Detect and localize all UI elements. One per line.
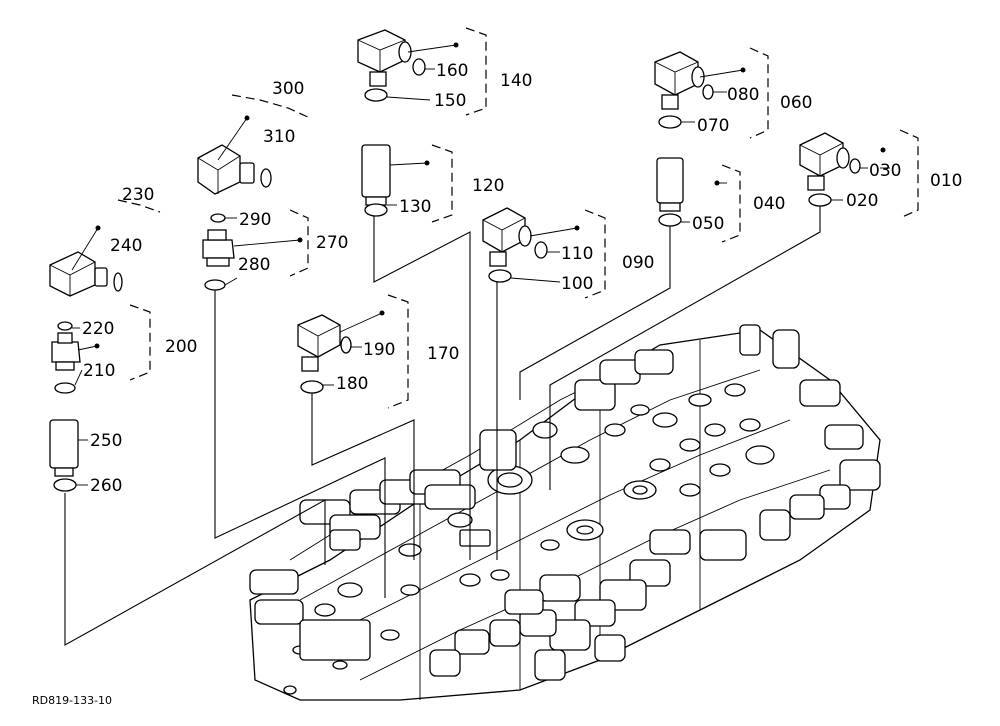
fitting-060 (654, 51, 746, 129)
label-290: 290 (239, 210, 271, 230)
label-170: 170 (427, 344, 459, 364)
label-140: 140 (500, 71, 532, 91)
label-120: 120 (472, 176, 504, 196)
label-130: 130 (399, 197, 431, 217)
label-030: 030 (869, 161, 901, 181)
label-080: 080 (727, 85, 759, 105)
label-180: 180 (336, 374, 368, 394)
part-labels: 010 020 030 040 050 060 070 080 090 100 … (82, 61, 962, 496)
fitting-170 (297, 310, 385, 394)
label-070: 070 (697, 116, 729, 136)
label-020: 020 (846, 191, 878, 211)
fitting-230 (49, 225, 123, 297)
label-230: 230 (122, 185, 154, 205)
label-270: 270 (316, 233, 348, 253)
fitting-140 (357, 29, 459, 102)
label-050: 050 (692, 214, 724, 234)
label-250: 250 (90, 431, 122, 451)
label-160: 160 (436, 61, 468, 81)
label-010: 010 (930, 171, 962, 191)
fitting-300 (197, 115, 272, 195)
label-240: 240 (110, 236, 142, 256)
fitting-010 (799, 132, 886, 207)
label-040: 040 (753, 194, 785, 214)
label-210: 210 (83, 361, 115, 381)
label-220: 220 (82, 319, 114, 339)
group-brackets (117, 27, 919, 409)
label-090: 090 (622, 253, 654, 273)
label-300: 300 (272, 79, 304, 99)
label-leaders (71, 44, 890, 486)
leader-lines (64, 200, 821, 646)
drawing-code: RD819-133-10 (32, 694, 112, 707)
label-110: 110 (561, 244, 593, 264)
label-100: 100 (561, 274, 593, 294)
label-150: 150 (434, 91, 466, 111)
label-260: 260 (90, 476, 122, 496)
fitting-210 (51, 321, 100, 394)
label-280: 280 (238, 255, 270, 275)
label-200: 200 (165, 337, 197, 357)
fitting-120 (361, 144, 430, 217)
control-valve-assembly (249, 324, 881, 701)
label-310: 310 (263, 127, 295, 147)
label-060: 060 (780, 93, 812, 113)
fitting-250 (49, 419, 79, 492)
label-190: 190 (363, 340, 395, 360)
